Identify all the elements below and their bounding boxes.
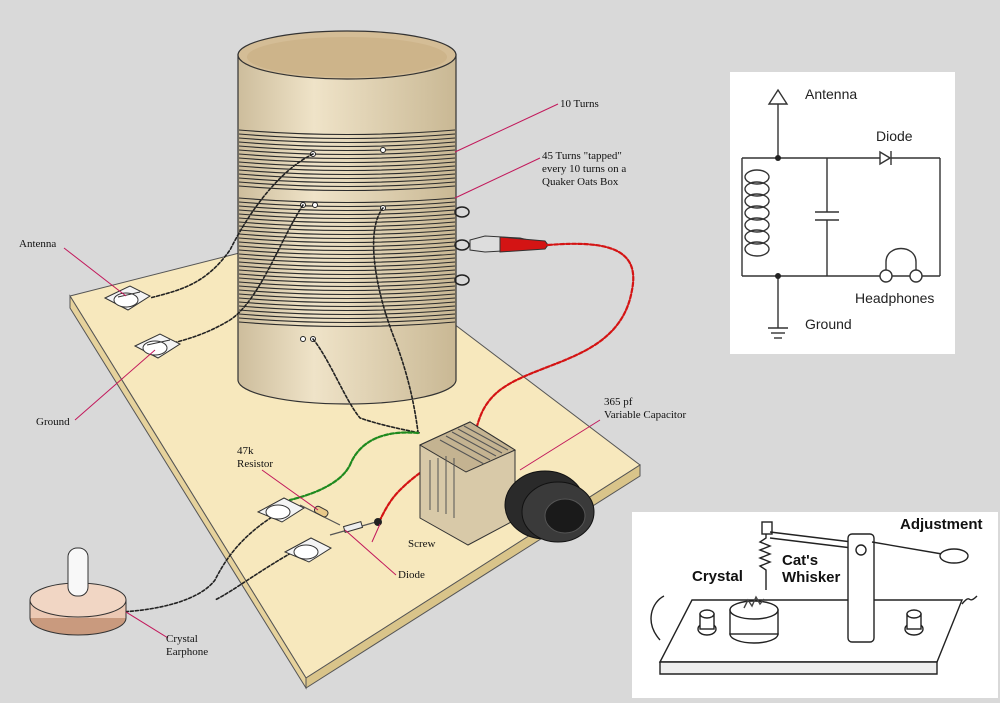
coil-turn [238,165,456,172]
schematic-antenna-label: Antenna [805,86,858,102]
inset-crystal-label: Crystal [692,568,743,585]
coil-turn [238,261,456,268]
crystal-earphone [29,547,127,636]
leader-lines [63,103,601,639]
coil-turn [238,201,456,208]
coil-turn [238,233,456,240]
coil-turn [238,145,456,152]
label-ground: Ground [36,416,70,428]
label-resistor-line2: Resistor [237,458,274,470]
coil-turn [238,177,456,184]
coil-turn [238,213,456,220]
crystal-detector-inset: Adjustment Crystal Cat's Whisker [632,512,998,698]
diode [329,521,377,536]
coil-turn [238,293,456,300]
coil-turn [238,277,456,284]
coil-turn [238,129,456,136]
label-resistor-line1: 47k [237,445,254,457]
coil-turn [238,321,456,328]
coil-turn [238,181,456,188]
coil-turn [238,245,456,252]
coil-turn [238,281,456,288]
coil-turn [238,169,456,176]
coil-turn [238,221,456,228]
coil-turn [238,257,456,264]
coil-turn [238,173,456,180]
diode-icon [879,150,892,166]
ground-icon [768,327,788,339]
label-capacitor-line2: Variable Capacitor [604,409,687,421]
label-earphone-line1: Crystal [166,633,198,645]
headphones-icon [879,247,923,283]
schematic-ground-label: Ground [805,316,852,332]
antenna-icon [767,88,789,105]
coil-turn [238,297,456,304]
earphone-clip-1 [256,497,306,523]
coil-turn [238,161,456,168]
coil-turn [238,149,456,156]
coil-turn [238,289,456,296]
coil-turn [238,305,456,312]
coil-turn [238,249,456,256]
coil-turn [238,209,456,216]
label-tapped-line1: 45 Turns "tapped" [542,150,622,162]
label-tapped-line3: Quaker Oats Box [542,176,619,188]
coil-turn [238,237,456,244]
coil-turn [238,225,456,232]
coil-turn [238,265,456,272]
coil-turn [238,285,456,292]
coil-turn [238,217,456,224]
coil-turn [238,133,456,140]
schematic-panel: Antenna Diode Headphones Ground [730,72,955,354]
coil-turn [238,313,456,320]
label-diode: Diode [398,569,425,581]
label-ten-turns: 10 Turns [560,98,599,110]
coil-turn [238,317,456,324]
wires [119,153,635,613]
coil-turn [238,241,456,248]
coil-turn [238,229,456,236]
coil-turn [238,253,456,260]
coil-icon [744,169,770,257]
label-capacitor-line1: 365 pf [604,396,633,408]
inset-cats-whisker-line1: Cat's [782,552,819,569]
antenna-clip [103,285,152,311]
coil-turn [238,153,456,160]
schematic-drawing [741,88,941,339]
coil-tube [237,30,470,405]
earphone-clip-2 [283,537,333,563]
coil-turn [238,205,456,212]
screw [374,518,382,526]
inset-adjustment-label: Adjustment [900,516,983,533]
crystal-detector-drawing [650,521,978,675]
ground-clip [133,333,182,359]
variable-capacitor [418,421,595,546]
coil-turn [238,157,456,164]
label-tapped-line2: every 10 turns on a [542,163,627,175]
coil-turn [238,309,456,316]
schematic-headphones-label: Headphones [855,290,935,306]
coil-turn [238,141,456,148]
inset-cats-whisker-line2: Whisker [782,569,841,586]
coil-turn [238,269,456,276]
coil-turn [238,137,456,144]
label-earphone-line2: Earphone [166,646,209,658]
coil-turn [238,185,456,192]
label-screw: Screw [408,538,436,550]
coil-winding [238,129,456,328]
coil-turn [238,197,456,204]
label-antenna: Antenna [19,238,57,250]
alligator-clip [469,235,549,253]
schematic-diode-label: Diode [876,128,913,144]
coil-turn [238,301,456,308]
